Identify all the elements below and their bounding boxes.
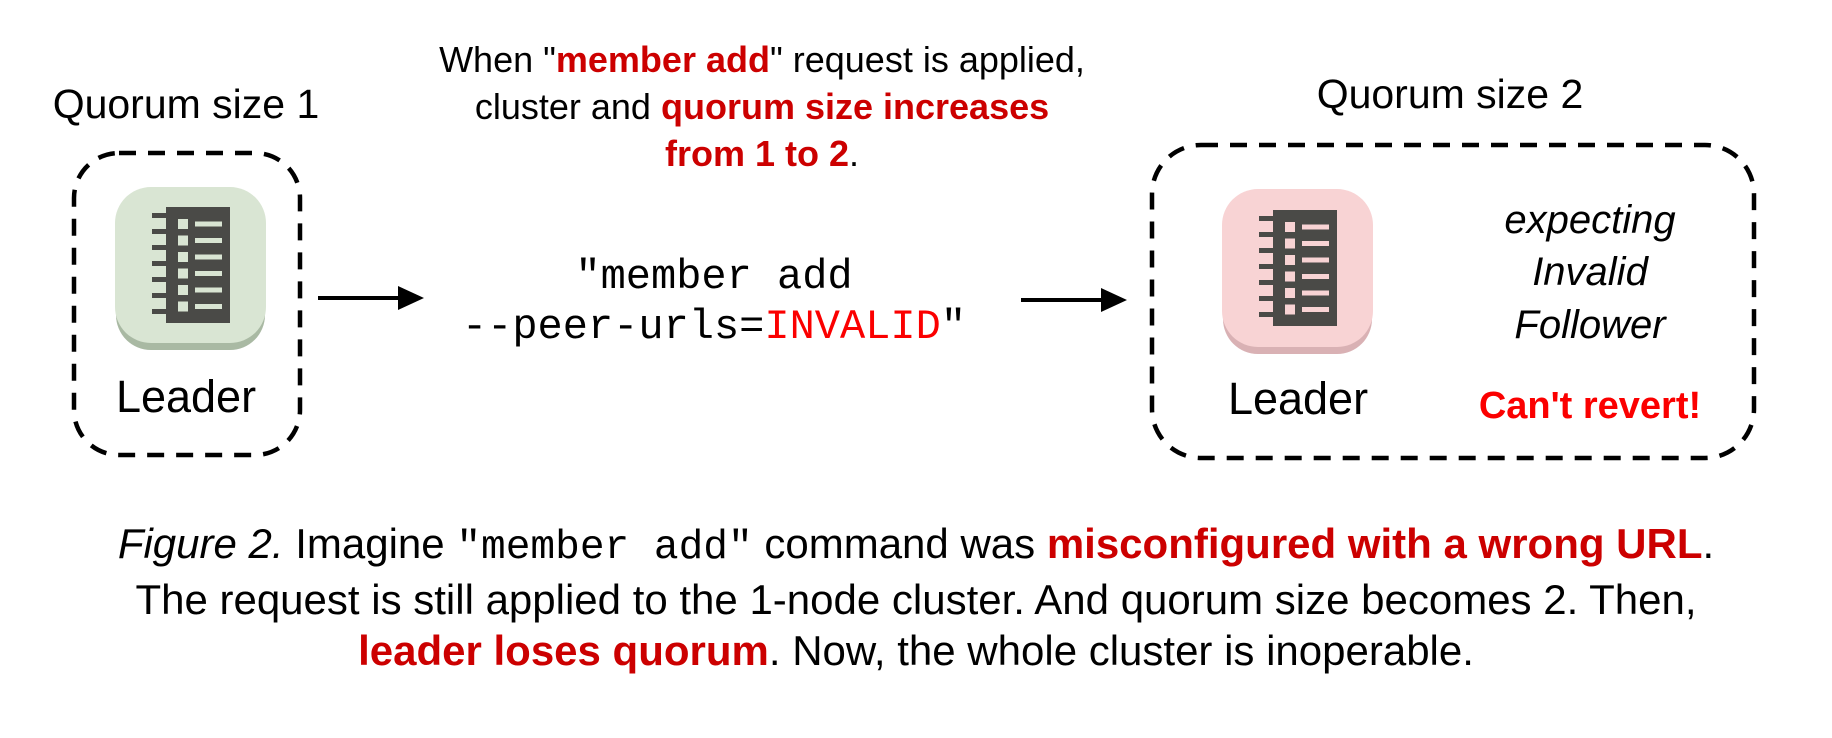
- right-leader-label: Leader: [1227, 373, 1369, 424]
- raft-log-icon: [1258, 210, 1337, 326]
- figure-label: Figure 2.: [117, 520, 284, 567]
- left-cluster-title: Quorum size 1: [52, 81, 320, 127]
- arrow-right-icon: [1021, 288, 1127, 312]
- member-add-annotation: When "member add" request is applied, cl…: [439, 39, 1085, 174]
- cant-revert-warning: Can't revert!: [1478, 385, 1702, 427]
- annotation-highlight-member-add: member add: [555, 39, 770, 80]
- arrow-right-icon: [318, 286, 424, 310]
- caption-highlight-loses-quorum: leader loses quorum: [358, 627, 769, 675]
- right-cluster-title: Quorum size 2: [1316, 71, 1584, 117]
- annotation-highlight-quorum: quorum size increases: [660, 85, 1050, 127]
- leader-tile-pink: [1222, 189, 1373, 347]
- left-leader-label: Leader: [115, 371, 257, 422]
- member-add-command: "member add --peer-urls=INVALID": [461, 253, 967, 352]
- caption-code-member-add: "member add": [456, 525, 753, 571]
- annotation-text: When ": [439, 39, 556, 80]
- figure-caption: Figure 2. Imagine "member add" command w…: [117, 520, 1715, 675]
- leader-tile-green: [115, 187, 266, 343]
- raft-log-icon: [151, 207, 230, 323]
- command-invalid-value: INVALID: [764, 303, 941, 352]
- expecting-invalid-follower-note: expecting Invalid Follower: [1504, 198, 1676, 347]
- caption-highlight-misconfigured: misconfigured with a wrong URL: [1046, 520, 1703, 567]
- left-cluster-dashed-box: [71, 150, 303, 458]
